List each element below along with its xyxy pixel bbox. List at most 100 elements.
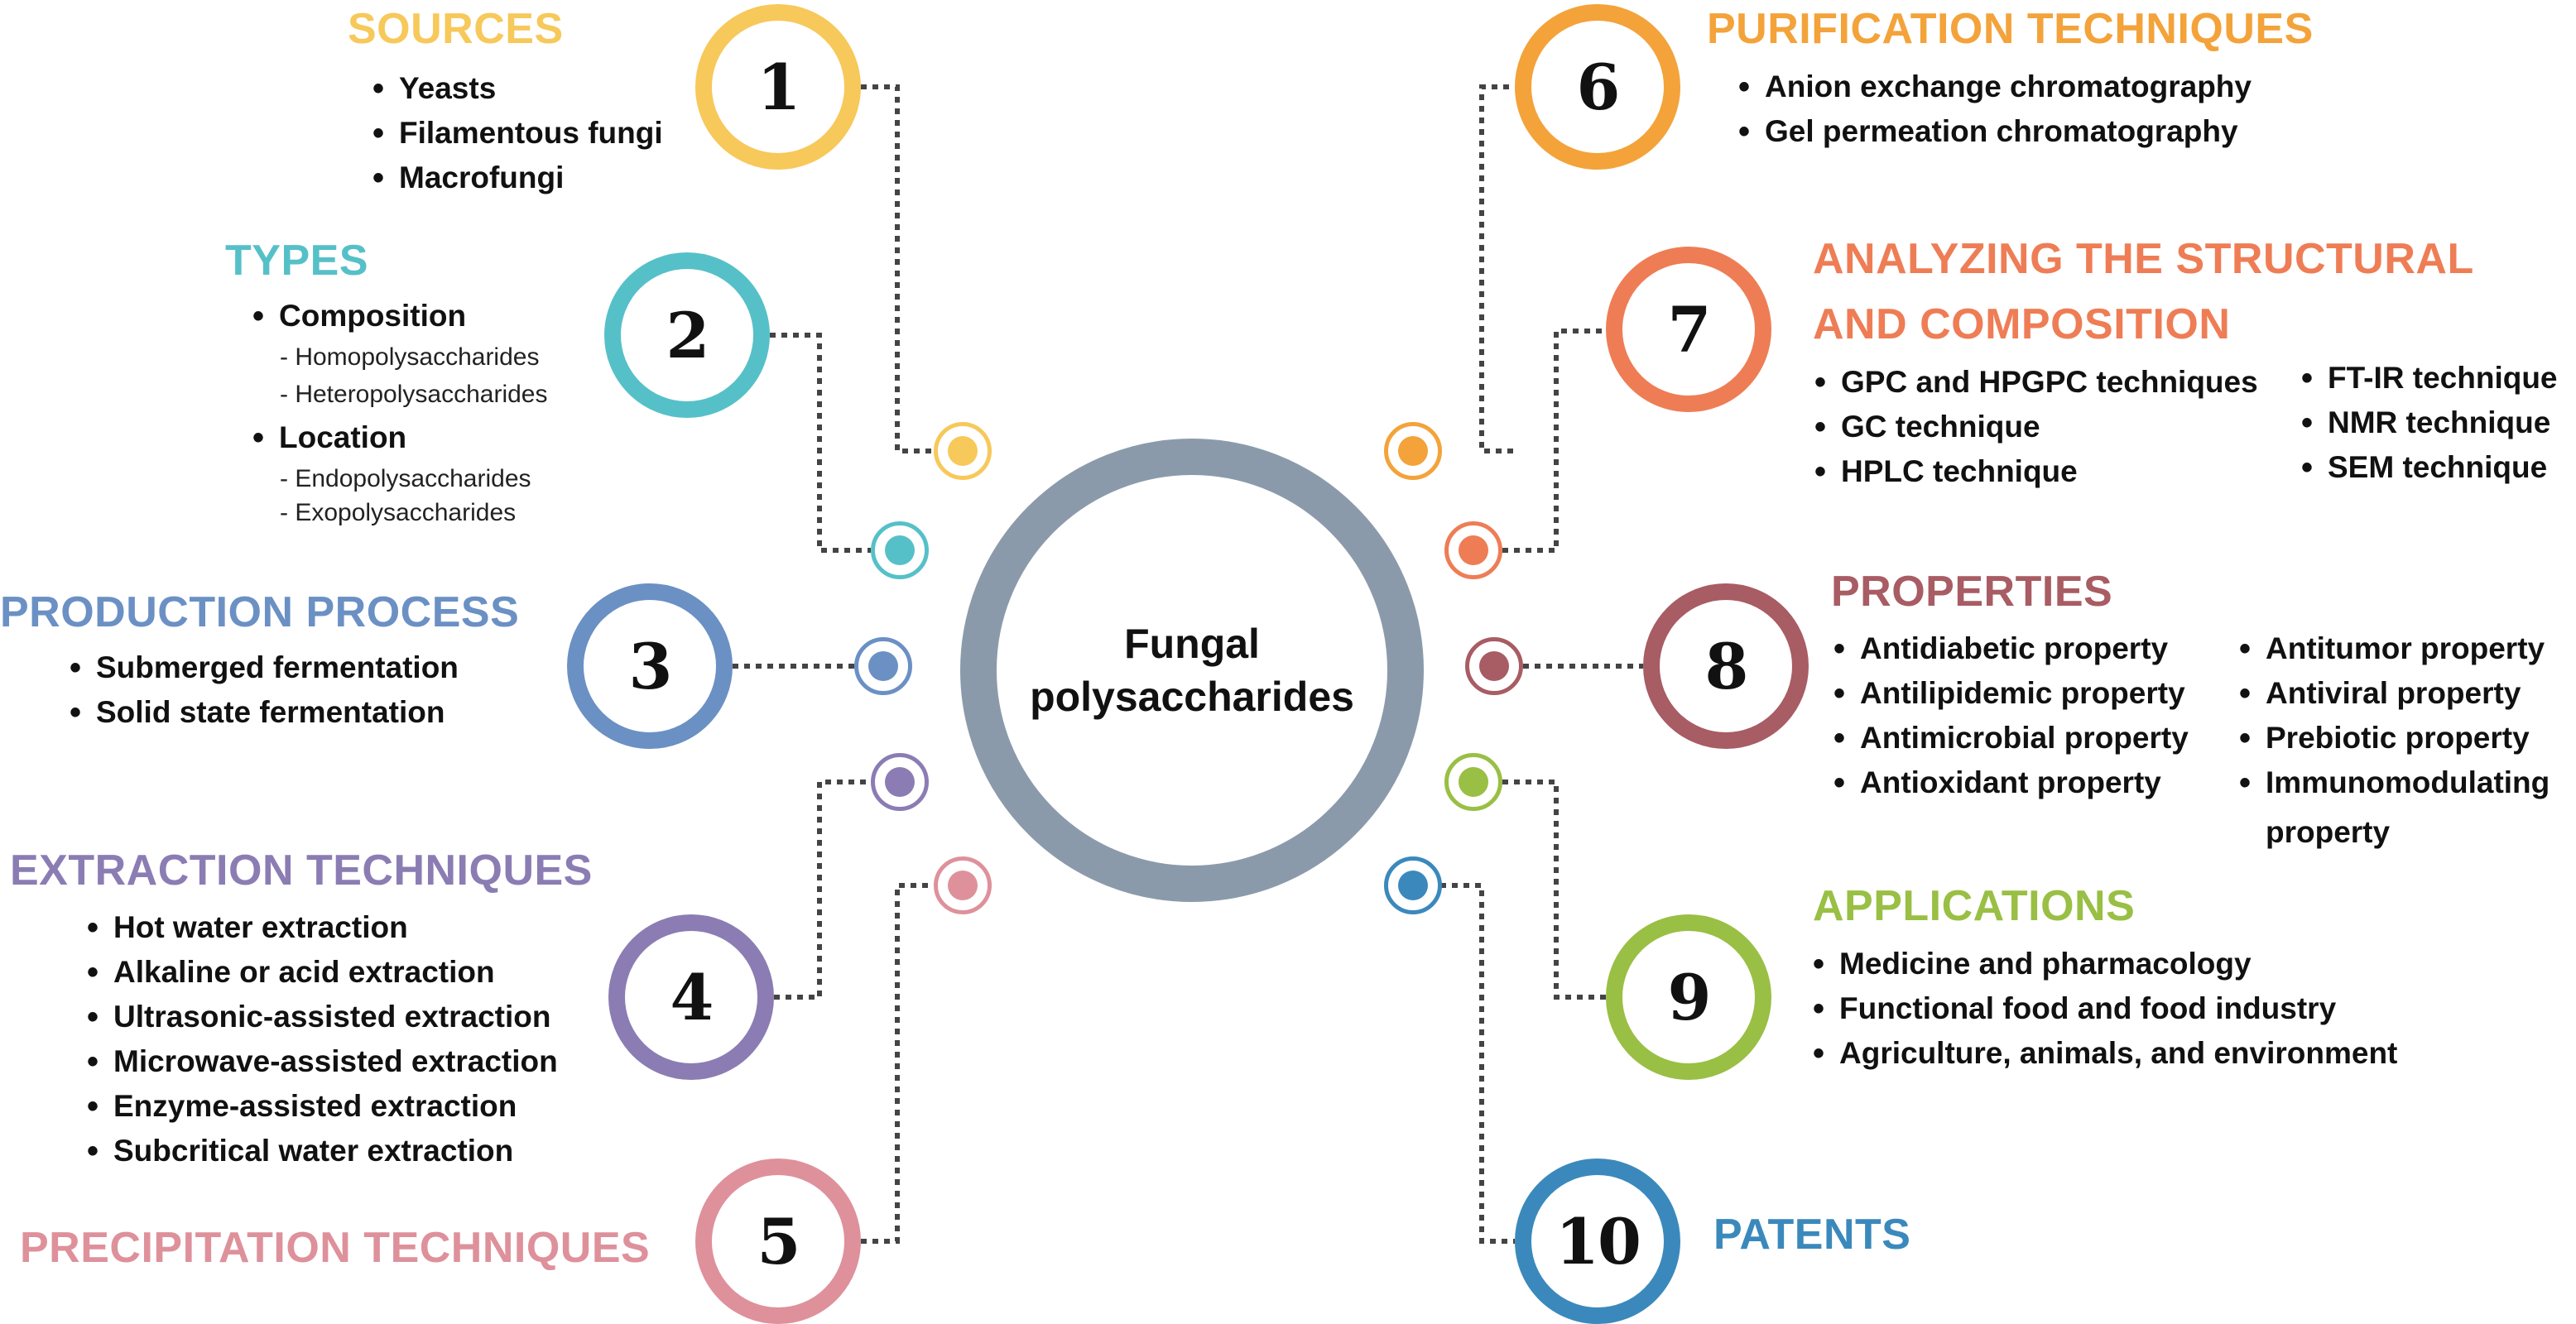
list-item: Immunomodulating <box>2239 760 2550 805</box>
list-item: Antimicrobial property <box>1833 716 2189 760</box>
list-item: Alkaline or acid extraction <box>87 950 558 995</box>
list-item: NMR technique <box>2301 401 2558 445</box>
node-number-6: 6 <box>1576 50 1621 124</box>
node-title-7-line1: ANALYZING THE STRUCTURAL <box>1813 235 2474 283</box>
dot-9 <box>1444 753 1502 811</box>
sub-item: - Heteropolysaccharides <box>280 381 548 408</box>
node-list-2-composition: Composition <box>252 294 466 338</box>
connector-1 <box>861 84 934 453</box>
central-hub: Fungal polysaccharides <box>960 439 1424 902</box>
list-item: Prebiotic property <box>2239 716 2550 760</box>
node-ring-7: 7 <box>1606 247 1771 412</box>
node-title-9: APPLICATIONS <box>1813 882 2136 930</box>
connector-5 <box>861 883 934 1244</box>
dot-3 <box>854 637 912 695</box>
node-title-10: PATENTS <box>1713 1211 1911 1259</box>
node-title-2: TYPES <box>225 237 368 285</box>
node-title-8: PROPERTIES <box>1831 568 2113 616</box>
node-number-9: 9 <box>1667 960 1712 1034</box>
list-item: Macrofungi <box>372 156 663 200</box>
node-list-7-right: FT-IR technique NMR technique SEM techni… <box>2301 356 2558 490</box>
node-title-5: PRECIPITATION TECHNIQUES <box>20 1224 651 1272</box>
list-item: GPC and HPGPC techniques <box>1814 360 2258 405</box>
node-list-8-right: Antitumor property Antiviral property Pr… <box>2239 626 2550 805</box>
dot-6 <box>1384 422 1442 480</box>
node-title-6: PURIFICATION TECHNIQUES <box>1707 5 2314 53</box>
node-list-8-left: Antidiabetic property Antilipidemic prop… <box>1833 626 2189 805</box>
list-item: Antilipidemic property <box>1833 671 2189 716</box>
node-number-7: 7 <box>1667 292 1712 367</box>
list-item: Subcritical water extraction <box>87 1129 558 1173</box>
list-item: Yeasts <box>372 66 663 111</box>
connector-9 <box>1502 780 1606 1000</box>
list-item: Submerged fermentation <box>70 645 459 690</box>
node-ring-10: 10 <box>1515 1158 1680 1324</box>
node-title-4: EXTRACTION TECHNIQUES <box>10 847 593 895</box>
node-ring-3: 3 <box>567 583 733 749</box>
node-number-1: 1 <box>757 50 801 124</box>
list-item-continuation: property <box>2266 815 2391 849</box>
list-item: Composition <box>252 294 466 338</box>
list-item: Antiviral property <box>2239 671 2550 716</box>
connector-2 <box>770 333 871 553</box>
node-list-3: Submerged fermentation Solid state ferme… <box>70 645 459 735</box>
node-title-7-line2: AND COMPOSITION <box>1813 300 2231 348</box>
node-number-8: 8 <box>1704 629 1749 703</box>
list-item: Microwave-assisted extraction <box>87 1039 558 1084</box>
list-item: Anion exchange chromatography <box>1738 65 2252 109</box>
sub-item: - Endopolysaccharides <box>280 465 531 492</box>
sub-item: - Homopolysaccharides <box>280 343 540 371</box>
connector-10 <box>1440 883 1515 1244</box>
list-item: HPLC technique <box>1814 449 2258 494</box>
list-item: GC technique <box>1814 405 2258 449</box>
list-item: Antioxidant property <box>1833 760 2189 805</box>
list-item: Gel permeation chromatography <box>1738 109 2252 154</box>
node-ring-8: 8 <box>1643 583 1809 749</box>
node-list-7-left: GPC and HPGPC techniques GC technique HP… <box>1814 360 2258 494</box>
list-item: Agriculture, animals, and environment <box>1813 1031 2397 1076</box>
node-title-3: PRODUCTION PROCESS <box>0 588 520 636</box>
hub-title-line1: Fungal <box>1124 621 1260 667</box>
node-title-1: SOURCES <box>348 5 564 53</box>
node-number-10: 10 <box>1555 1204 1641 1278</box>
list-item: Solid state fermentation <box>70 690 459 735</box>
connector-6 <box>1479 84 1515 453</box>
node-number-2: 2 <box>666 298 710 372</box>
dot-10 <box>1384 856 1442 914</box>
list-item: Filamentous fungi <box>372 111 663 156</box>
node-ring-4: 4 <box>608 914 774 1080</box>
list-item: Antitumor property <box>2239 626 2550 671</box>
sub-item: - Exopolysaccharides <box>280 499 517 526</box>
node-ring-6: 6 <box>1515 4 1680 170</box>
list-item: FT-IR technique <box>2301 356 2558 401</box>
list-item: Functional food and food industry <box>1813 986 2397 1031</box>
connector-7 <box>1502 329 1606 553</box>
node-ring-1: 1 <box>695 4 861 170</box>
dot-4 <box>871 753 929 811</box>
node-list-4: Hot water extraction Alkaline or acid ex… <box>87 905 558 1173</box>
node-list-9: Medicine and pharmacology Functional foo… <box>1813 942 2397 1076</box>
node-list-2-location: Location <box>252 415 406 460</box>
list-item: Hot water extraction <box>87 905 558 950</box>
dot-1 <box>934 422 992 480</box>
list-item: Enzyme-assisted extraction <box>87 1084 558 1129</box>
dot-2 <box>871 521 929 579</box>
node-number-3: 3 <box>628 629 673 703</box>
node-ring-2: 2 <box>604 252 770 418</box>
node-list-1: Yeasts Filamentous fungi Macrofungi <box>372 66 663 200</box>
dot-7 <box>1444 521 1502 579</box>
list-item: Ultrasonic-assisted extraction <box>87 995 558 1039</box>
list-item: Antidiabetic property <box>1833 626 2189 671</box>
node-ring-5: 5 <box>695 1158 861 1324</box>
connector-4 <box>774 780 871 1000</box>
node-number-4: 4 <box>670 960 714 1034</box>
list-item: Medicine and pharmacology <box>1813 942 2397 986</box>
node-ring-9: 9 <box>1606 914 1771 1080</box>
dot-8 <box>1465 637 1523 695</box>
list-item: Location <box>252 415 406 460</box>
dot-5 <box>934 856 992 914</box>
hub-title-line2: polysaccharides <box>1030 674 1354 720</box>
node-number-5: 5 <box>757 1204 801 1278</box>
list-item: SEM technique <box>2301 445 2558 490</box>
